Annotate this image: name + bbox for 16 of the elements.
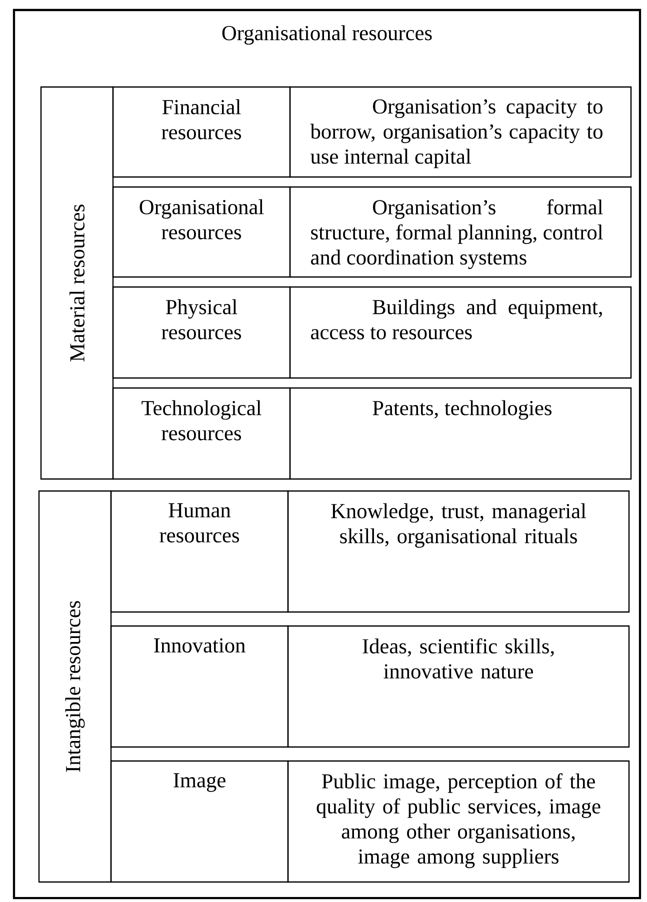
resource-name-box: Organisational resources — [112, 186, 291, 278]
category-box: Material resources — [40, 86, 114, 480]
description-box: Buildings and equipment, access to resources — [289, 286, 632, 379]
description-box: Patents, technologies — [289, 387, 632, 480]
resource-name-box: Human resources — [110, 490, 289, 613]
resource-name-box: Innovation — [110, 625, 289, 748]
description-box: Knowledge, trust, managerial skills, organisational rituals — [287, 490, 630, 613]
resource-name-box: Financial resources — [112, 86, 291, 178]
resource-name-box: Image — [110, 760, 289, 883]
resource-name-box: Physical resources — [112, 286, 291, 379]
description-box: Ideas, scientific skills, innovative nature — [287, 625, 630, 748]
description-box: Public image, perception of the quality of public services, image among other organisations, image among suppliers — [287, 760, 630, 883]
description-box: Organisation’s formal structure, formal planning, control and coordination systems — [289, 186, 632, 278]
resource-name-box: Technological resources — [112, 387, 291, 480]
description-box: Organisation’s capacity to borrow, organisation’s capacity to use internal capital — [289, 86, 632, 178]
category-box: Intangible resources — [38, 490, 112, 883]
